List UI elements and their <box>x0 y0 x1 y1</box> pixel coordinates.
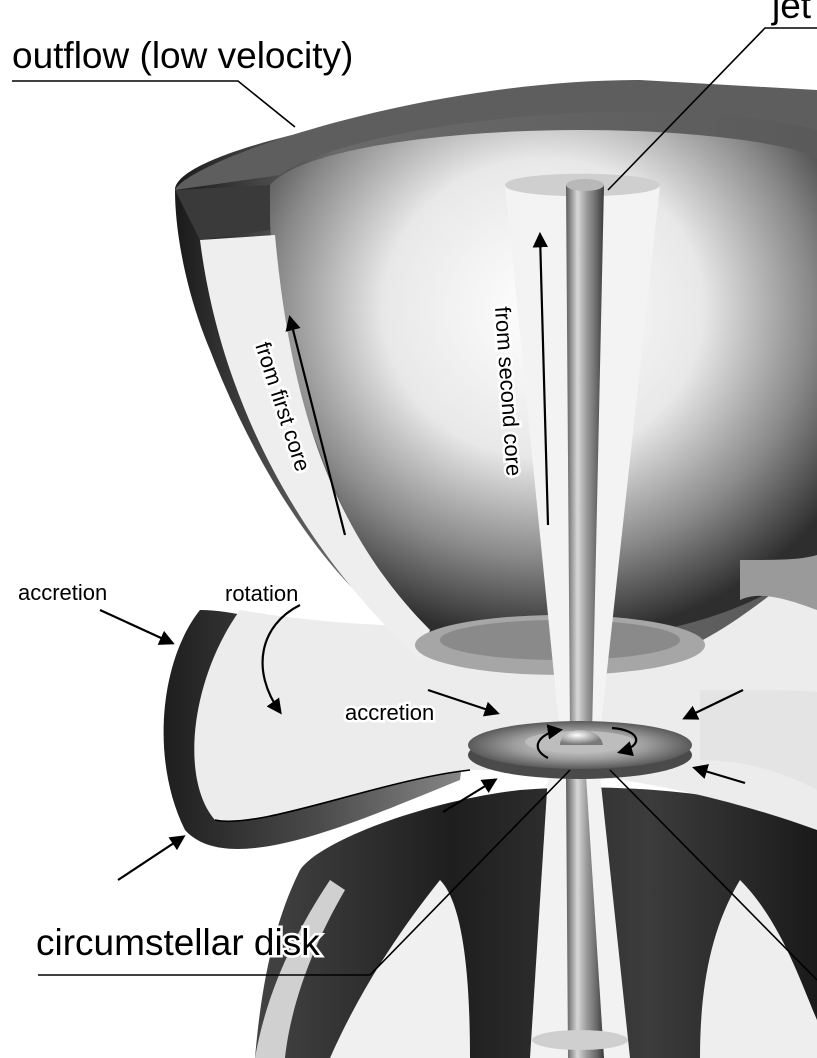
outflow-label: outflow (low velocity) <box>12 35 353 76</box>
accretion-left-label: accretion <box>18 580 107 605</box>
outflow-leader <box>12 80 296 128</box>
disk-leader <box>38 769 571 976</box>
outflow-arrow <box>285 315 347 536</box>
accretion-arrow-lower-left <box>117 835 186 881</box>
protostar-core <box>560 730 603 745</box>
flow-arrows <box>99 231 746 881</box>
upper-jet <box>505 173 660 735</box>
circumstellar-disk-label: circumstellar disk <box>36 922 320 963</box>
accretion-center-label: accretion <box>345 700 434 725</box>
disk-rotation-arrow-right <box>611 726 638 757</box>
leader-lines <box>12 27 817 981</box>
accretion-arrow-center-lower <box>442 778 498 813</box>
accretion-arrow-upper-left <box>99 609 175 645</box>
lower-outflow-cone <box>255 787 817 1058</box>
accretion-arrow-right-upper <box>682 689 744 720</box>
jet-label: jet <box>771 0 812 26</box>
core-leader <box>609 769 817 981</box>
jet-arrow <box>532 231 550 526</box>
jet-leader <box>607 27 817 191</box>
lower-jet <box>530 775 630 1058</box>
rotation-label: rotation <box>225 581 298 606</box>
circumstellar-disk-shape <box>468 721 692 779</box>
rotation-arrow <box>261 604 301 715</box>
accretion-arrow-center-upper <box>427 688 500 717</box>
labels: outflow (low velocity) jet from first co… <box>12 0 812 966</box>
accretion-arrow-right-lower <box>692 764 746 785</box>
disk-rotation-arrow-left <box>536 724 564 759</box>
